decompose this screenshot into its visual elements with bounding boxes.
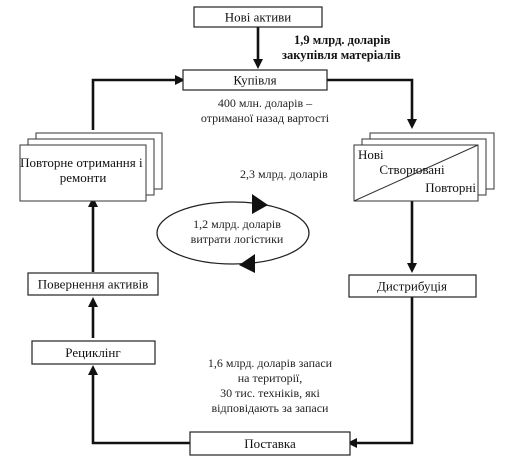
purchase-box: [182, 69, 328, 91]
repair-label: Повторне отримання і ремонти: [20, 155, 146, 185]
materials-note-line1: 1,9 млрд. доларів: [294, 33, 391, 47]
created-repeat-label: Повторні: [425, 180, 476, 195]
stock-note-line2: на території,: [238, 371, 303, 385]
materials-note-line2: закупівля матеріалів: [282, 48, 401, 62]
logistics-note-line1: 1,2 млрд. доларів: [193, 217, 281, 231]
arrow-distribution-to-supply: [347, 296, 414, 448]
recycling-box: [31, 340, 156, 365]
created-label: Створювані: [379, 162, 445, 177]
returned-note-line1: 400 млн. доларів –: [218, 96, 313, 110]
cycle-value-note: 2,3 млрд. доларів: [240, 167, 328, 181]
repair-label-text: Повторне отримання і: [20, 155, 143, 170]
arrow-repair-to-purchase: [91, 75, 185, 130]
supply-box: [189, 431, 351, 456]
distribution-label: Дистрибуція: [377, 279, 447, 294]
stock-note-line1: 1,6 млрд. доларів запаси: [208, 356, 333, 370]
created-stack: [353, 132, 495, 202]
supply-label: Поставка: [244, 436, 296, 451]
new-assets-box: [193, 6, 323, 28]
stock-note-line3: 30 тис. техніків, які: [220, 386, 320, 400]
return-assets-label: Повернення активів: [38, 277, 149, 292]
new-assets-label: Нові активи: [225, 10, 292, 25]
repair-stack: [19, 132, 163, 202]
created-new-label: Нові: [358, 147, 384, 162]
recycling-label: Рециклінг: [65, 345, 120, 360]
purchase-label: Купівля: [233, 73, 276, 88]
repair-label-text-line2: ремонти: [60, 170, 107, 185]
cycle-arrowhead-top: [252, 194, 268, 214]
logistics-note-line2: витрати логістики: [191, 232, 284, 246]
returned-note-line2: отриманої назад вартості: [201, 111, 330, 125]
distribution-box: [348, 274, 477, 298]
cycle-arrowhead-bottom: [239, 254, 255, 273]
arrow-supply-to-recycling: [88, 365, 190, 445]
stock-note-line4: відповідають за запаси: [212, 401, 330, 415]
arrow-purchase-to-created: [327, 78, 417, 129]
return-assets-box: [27, 272, 159, 296]
logistics-ellipse: [156, 201, 310, 265]
